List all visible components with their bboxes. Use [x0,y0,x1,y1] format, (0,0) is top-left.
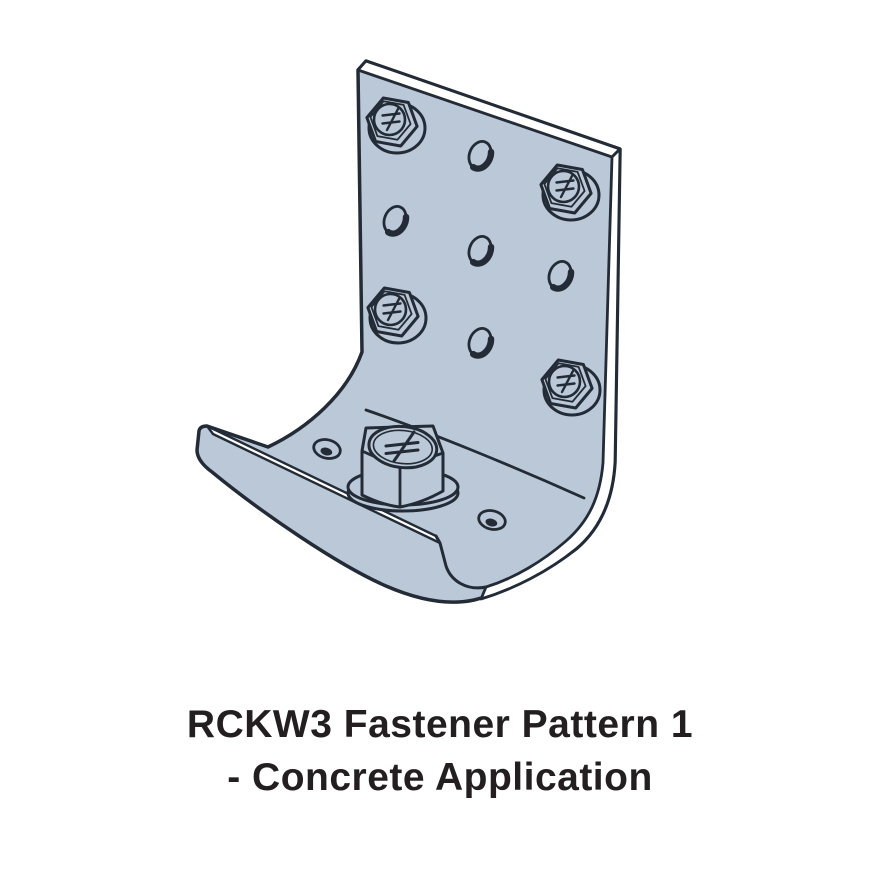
anchor-bolt [346,424,460,513]
figure-caption: RCKW3 Fastener Pattern 1 - Concrete Appl… [0,698,880,804]
bend-inner-line [434,534,488,590]
plate-right-bottom-edge [479,147,622,601]
bend-tangent-line [364,408,586,500]
caption-line-2: - Concrete Application [227,756,653,799]
caption-line-1: RCKW3 Fastener Pattern 1 [186,703,694,746]
